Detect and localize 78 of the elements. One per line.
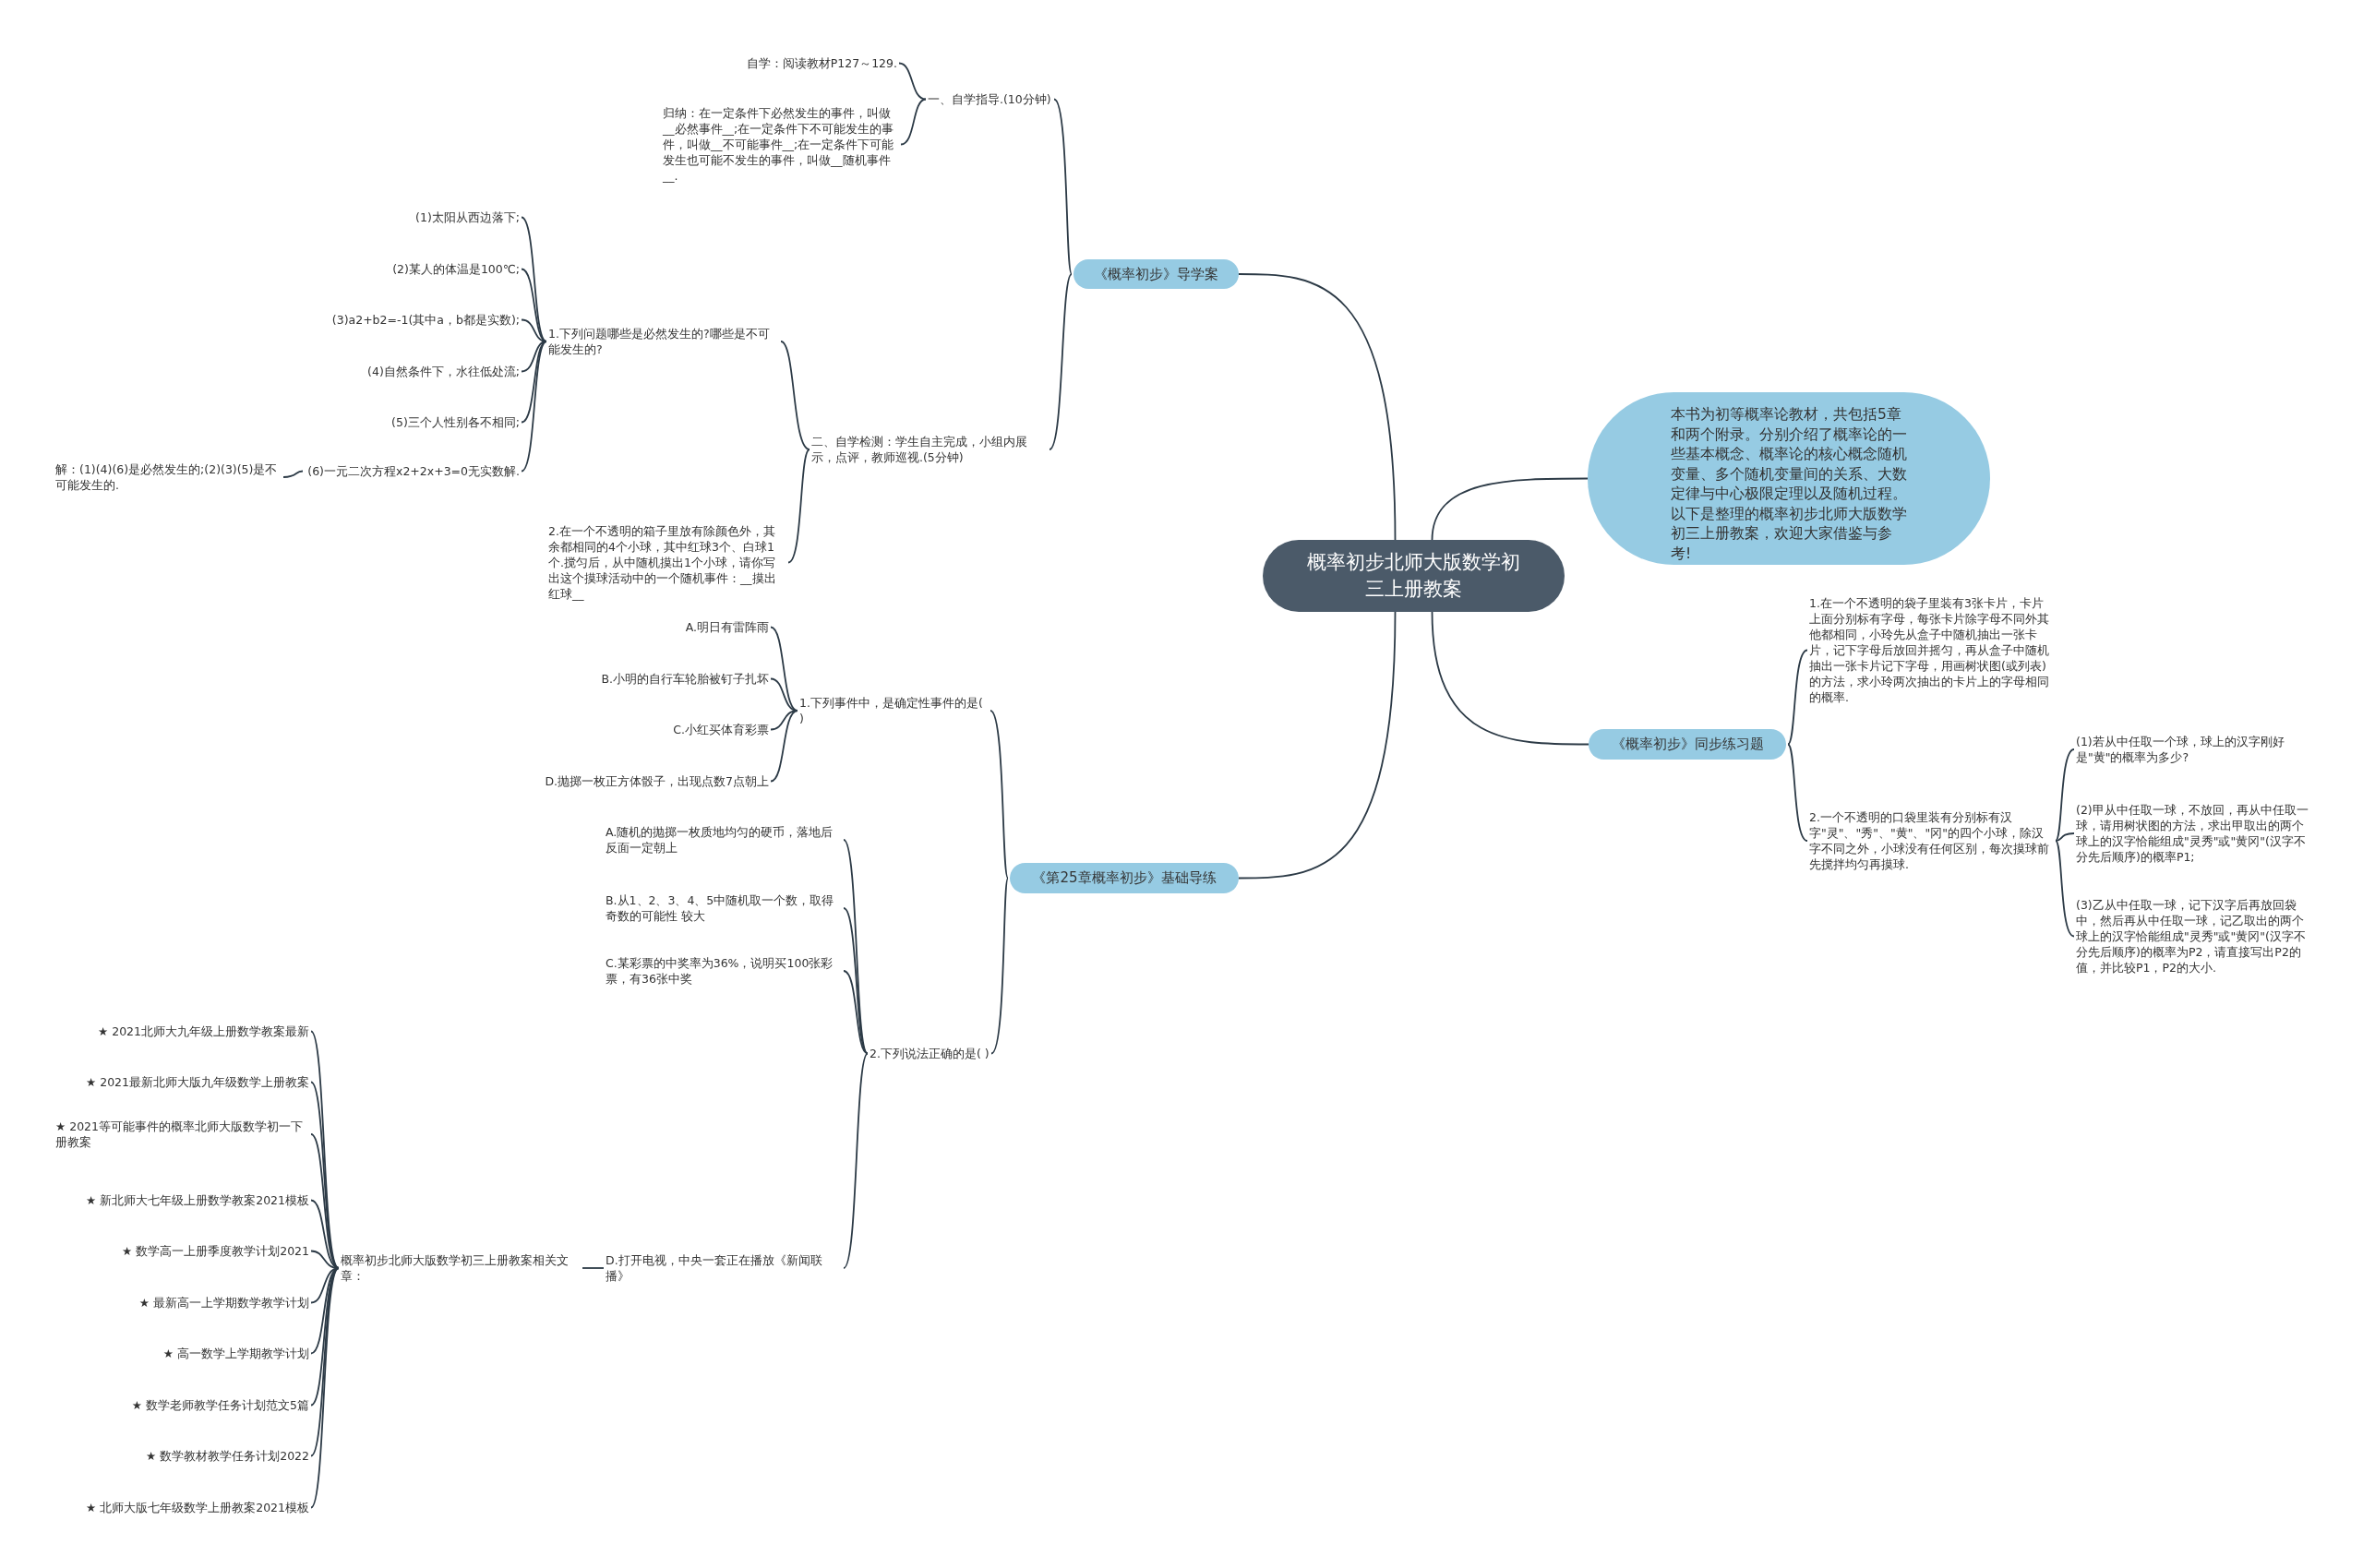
connector — [787, 449, 810, 564]
connector — [521, 341, 547, 373]
branch-text: 解：(1)(4)(6)是必然发生的;(2)(3)(5)是不可能发生的. — [55, 461, 279, 493]
connector — [843, 1052, 869, 1269]
branch-text: (6)一元二次方程x2+2x+3=0无实数解. — [306, 463, 520, 479]
branch-text: 二、自学检测：学生自主完成，小组内展示，点评，教师巡视.(5分钟) — [811, 434, 1028, 465]
connector — [310, 1267, 340, 1457]
connector — [2055, 748, 2075, 842]
connector — [582, 1267, 605, 1269]
connector — [310, 1081, 340, 1269]
connector — [1787, 743, 1808, 842]
connector — [1238, 611, 1397, 880]
branch-text: ★ 2021北师大九年级上册数学教案最新 — [97, 1023, 309, 1039]
connector — [843, 839, 869, 1055]
branch-text: ★ 最新高一上学期数学教学计划 — [138, 1295, 309, 1311]
branch-text: (3)a2+b2=-1(其中a，b都是实数); — [330, 312, 520, 328]
branch-text: (4)自然条件下，水往低处流; — [366, 364, 520, 379]
branch-text: 1.下列问题哪些是必然发生的?哪些是不可能发生的? — [548, 326, 771, 357]
connector — [1053, 98, 1073, 275]
branch-text: ★ 北师大版七年级数学上册教案2021模板 — [85, 1500, 309, 1515]
connector — [310, 1199, 340, 1269]
connector — [521, 216, 547, 342]
branch-text: 自学：阅读教材P127～129. — [745, 55, 897, 71]
connector — [843, 970, 869, 1055]
connector — [310, 1267, 340, 1509]
branch-text: 1.在一个不透明的袋子里装有3张卡片，卡片上面分别标有字母，每张卡片除字母不同外其他都相同，小玲先从盒子中随机抽出一张卡片，记下字母后放回并摇匀，再从盒子中随机抽出一张卡片记下字母，用画树状图(或列表)的方法，求小玲两次抽出的卡片上的字母相同的概率. — [1809, 595, 2050, 705]
topic-pill: 《概率初步》导学案 — [1074, 259, 1239, 289]
branch-text: ★ 2021等可能事件的概率北师大版数学初一下册教案 — [55, 1119, 304, 1150]
connector — [1431, 477, 1589, 541]
branch-text: A.明日有雷阵雨 — [684, 619, 769, 635]
connector — [770, 710, 798, 731]
connector — [900, 98, 927, 146]
connector — [282, 470, 304, 478]
connector — [1431, 611, 1589, 746]
branch-text: 2.在一个不透明的箱子里放有除颜色外，其余都相同的4个小球，其中红球3个、白球1个.搅匀后，从中随机摸出1个小球，请你写出这个摸球活动中的一个随机事件：__摸出红球__ — [548, 523, 777, 602]
branch-text: A.随机的抛掷一枚质地均匀的硬币，落地后反面一定朝上 — [606, 824, 834, 856]
branch-text: D.打开电视，中央一套正在播放《新闻联播》 — [606, 1252, 823, 1284]
branch-text: ★ 新北师大七年级上册数学教案2021模板 — [85, 1192, 309, 1208]
topic-pill: 《第25章概率初步》基础导练 — [1010, 863, 1239, 893]
connector — [1787, 649, 1808, 746]
connector — [310, 1267, 340, 1406]
connector — [770, 626, 798, 712]
connector — [1049, 273, 1073, 450]
connector — [990, 877, 1009, 1055]
connector — [770, 710, 798, 783]
branch-text: D.抛掷一枚正方体骰子，出现点数7点朝上 — [544, 773, 769, 789]
branch-text: (1)太阳从西边落下; — [414, 209, 520, 225]
branch-text: (3)乙从中任取一球，记下汉字后再放回袋中，然后再从中任取一球，记乙取出的两个球上的汉字恰能组成"灵秀"或"黄冈"(汉字不分先后顺序)的概率为P2，请直接写出P2的值，并比较P1，P2的大小. — [2076, 897, 2307, 976]
branch-text: ★ 数学高一上册季度教学计划2021 — [121, 1243, 309, 1259]
branch-text: 2.下列说法正确的是( ) — [870, 1046, 990, 1061]
branch-text: B.从1、2、3、4、5中随机取一个数，取得奇数的可能性 较大 — [606, 892, 835, 924]
root-topic-box: 概率初步北师大版数学初三上册教案 — [1263, 540, 1565, 612]
branch-text: B.小明的自行车轮胎被钉子扎坏 — [600, 671, 769, 687]
topic-pill: 《概率初步》同步练习题 — [1589, 729, 1786, 760]
connector — [2055, 832, 2075, 842]
branch-text: 2.一个不透明的口袋里装有分别标有汉字"灵"、"秀"、"黄"、"冈"的四个小球，除汉字不同之外，小球没有任何区别，每次摸球前先搅拌均匀再摸球. — [1809, 809, 2050, 872]
connector — [780, 341, 810, 450]
connector — [990, 710, 1009, 880]
connector — [898, 62, 927, 101]
branch-text: 1.下列事件中，是确定性事件的是( ) — [799, 695, 984, 726]
branch-text: ★ 2021最新北师大版九年级数学上册教案 — [85, 1074, 309, 1090]
branch-text: ★ 数学老师教学任务计划范文5篇 — [130, 1397, 309, 1413]
connector — [521, 268, 547, 342]
branch-text: (1)若从中任取一个球，球上的汉字刚好是"黄"的概率为多少? — [2076, 734, 2285, 765]
branch-text: 一、自学指导.(10分钟) — [928, 91, 1052, 107]
summary-bubble: 本书为初等概率论教材，共包括5章和两个附录。分别介绍了概率论的一些基本概念、概率论的核心概念随机变量、多个随机变量间的关系、大数定律与中心极限定理以及随机过程。以下是整理的概率初步北师大版数学初三上册教案，欢迎大家借鉴与参考! — [1588, 392, 1990, 565]
branch-text: C.某彩票的中奖率为36%，说明买100张彩票，有36张中奖 — [606, 955, 834, 987]
connector — [521, 341, 547, 473]
branch-text: C.小红买体育彩票 — [672, 722, 769, 737]
branch-text: 概率初步北师大版数学初三上册教案相关文章： — [341, 1252, 570, 1284]
branch-text: (2)某人的体温是100℃; — [391, 261, 520, 277]
connector — [2055, 840, 2075, 938]
branch-text: (5)三个人性别各不相同; — [390, 414, 520, 430]
branch-text: ★ 数学教材教学任务计划2022 — [145, 1448, 309, 1464]
connector — [1238, 273, 1397, 541]
branch-text: ★ 高一数学上学期教学计划 — [162, 1346, 309, 1361]
branch-text: 归纳：在一定条件下必然发生的事件，叫做__必然事件__;在一定条件下不可能发生的事件，叫做__不可能事件__;在一定条件下可能发生也可能不发生的事件，叫做__随机事件__. — [663, 105, 895, 184]
branch-text: (2)甲从中任取一球，不放回，再从中任取一球，请用树状图的方法，求出甲取出的两个球上的汉字恰能组成"灵秀"或"黄冈"(汉字不分先后顺序)的概率P1; — [2076, 802, 2309, 865]
